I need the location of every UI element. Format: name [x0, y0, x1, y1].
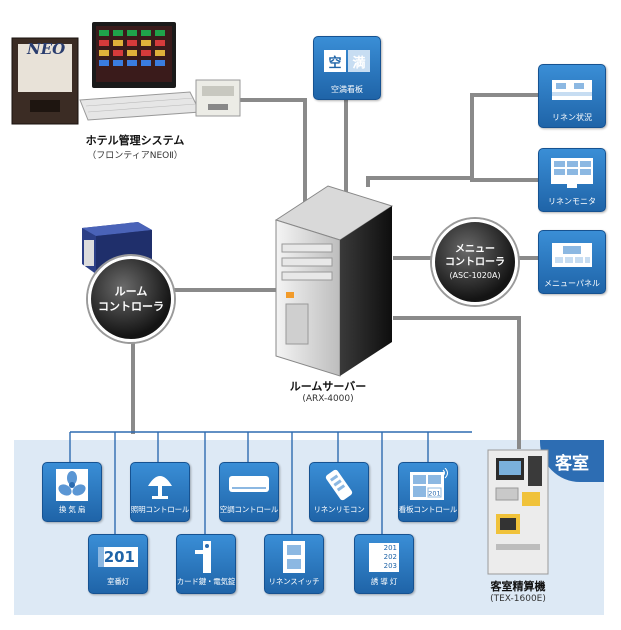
- switch-icon: [272, 540, 316, 574]
- linen-status[interactable]: リネン状況: [538, 64, 606, 128]
- device-label: 看板コントロール: [398, 505, 458, 514]
- device-linen-remote[interactable]: リネンリモコン: [309, 462, 369, 522]
- monitor-icon: [546, 155, 598, 191]
- panel-icon: [546, 237, 598, 273]
- device-signboard[interactable]: 201 看板コントロール: [398, 462, 458, 522]
- neo-logo: NEO: [27, 40, 66, 58]
- right-item-label: メニューパネル: [544, 279, 600, 288]
- full-char: 満: [348, 50, 370, 72]
- remote-icon: [317, 468, 361, 502]
- room-server-model: (ARX-4000): [302, 394, 354, 404]
- hotel-system-sub: （フロンティアNEOⅡ）: [87, 151, 183, 161]
- lamp-icon: [138, 468, 182, 502]
- vacancy-board-label: 空満看板: [331, 85, 363, 94]
- device-linen-switch[interactable]: リネンスイッチ: [264, 534, 324, 594]
- device-aircon[interactable]: 空調コントロール: [219, 462, 279, 522]
- menu-controller[interactable]: メニュー コントローラ (ASC-1020A): [432, 219, 518, 305]
- right-item-label: リネンモニタ: [548, 197, 596, 206]
- room-server-caption: ルームサーバー (ARX-4000): [268, 378, 388, 404]
- guide-number: 203: [383, 561, 397, 570]
- fan-icon: [50, 468, 94, 502]
- device-label: 換 気 扇: [58, 505, 86, 514]
- card-lock-icon: [184, 540, 228, 574]
- room-number-text: 201: [98, 547, 138, 567]
- device-label: 空調コントロール: [219, 505, 279, 514]
- menu-controller-line1: メニュー: [455, 243, 495, 255]
- device-room-number-light[interactable]: 201 室番灯: [88, 534, 148, 594]
- room-server[interactable]: [268, 180, 398, 380]
- hotel-system-label: ホテル管理システム: [85, 134, 185, 147]
- checkout-caption: 客室精算機 (TEX-1600E): [462, 578, 574, 604]
- guide-number: 202: [383, 552, 397, 561]
- device-label: 室番灯: [107, 577, 129, 586]
- hotel-system-illustration: [11, 22, 241, 125]
- device-card-lock[interactable]: カード鍵・電気錠: [176, 534, 236, 594]
- device-label: リネンリモコン: [313, 505, 365, 514]
- guide-light-icon: 201 202 203: [362, 540, 406, 574]
- device-lighting[interactable]: 照明コントロール: [130, 462, 190, 522]
- vacancy-board-icon: 空 満: [321, 43, 373, 79]
- aircon-icon: [227, 468, 271, 502]
- room-number-icon: 201: [96, 540, 140, 574]
- device-label: 照明コントロール: [130, 505, 190, 514]
- menu-panel[interactable]: メニューパネル: [538, 230, 606, 294]
- right-item-label: リネン状況: [552, 113, 592, 122]
- guide-number: 201: [383, 543, 397, 552]
- hotel-system-caption: ホテル管理システム （フロンティアNEOⅡ）: [60, 132, 210, 161]
- checkout-label: 客室精算機: [490, 580, 546, 593]
- device-label: カード鍵・電気錠: [176, 577, 236, 586]
- checkout-model: (TEX-1600E): [490, 594, 546, 604]
- room-server-label: ルームサーバー: [289, 380, 367, 393]
- linen-monitor[interactable]: リネンモニタ: [538, 148, 606, 212]
- room-controller-line2: コントローラ: [98, 300, 164, 313]
- room-controller[interactable]: ルーム コントローラ: [88, 256, 174, 342]
- menu-controller-model: (ASC-1020A): [449, 270, 501, 280]
- bed-icon: [546, 71, 598, 107]
- signboard-number: 201: [428, 490, 440, 498]
- room-controller-line1: ルーム: [114, 285, 148, 298]
- vacancy-char: 空: [324, 50, 346, 72]
- device-fan[interactable]: 換 気 扇: [42, 462, 102, 522]
- device-label: 誘 導 灯: [370, 577, 398, 586]
- device-guide-light[interactable]: 201 202 203 誘 導 灯: [354, 534, 414, 594]
- signboard-icon: 201: [406, 468, 450, 502]
- checkout-machine[interactable]: [486, 448, 550, 576]
- device-label: リネンスイッチ: [268, 577, 320, 586]
- vacancy-board[interactable]: 空 満 空満看板: [313, 36, 381, 100]
- menu-controller-line2: コントローラ: [445, 256, 505, 268]
